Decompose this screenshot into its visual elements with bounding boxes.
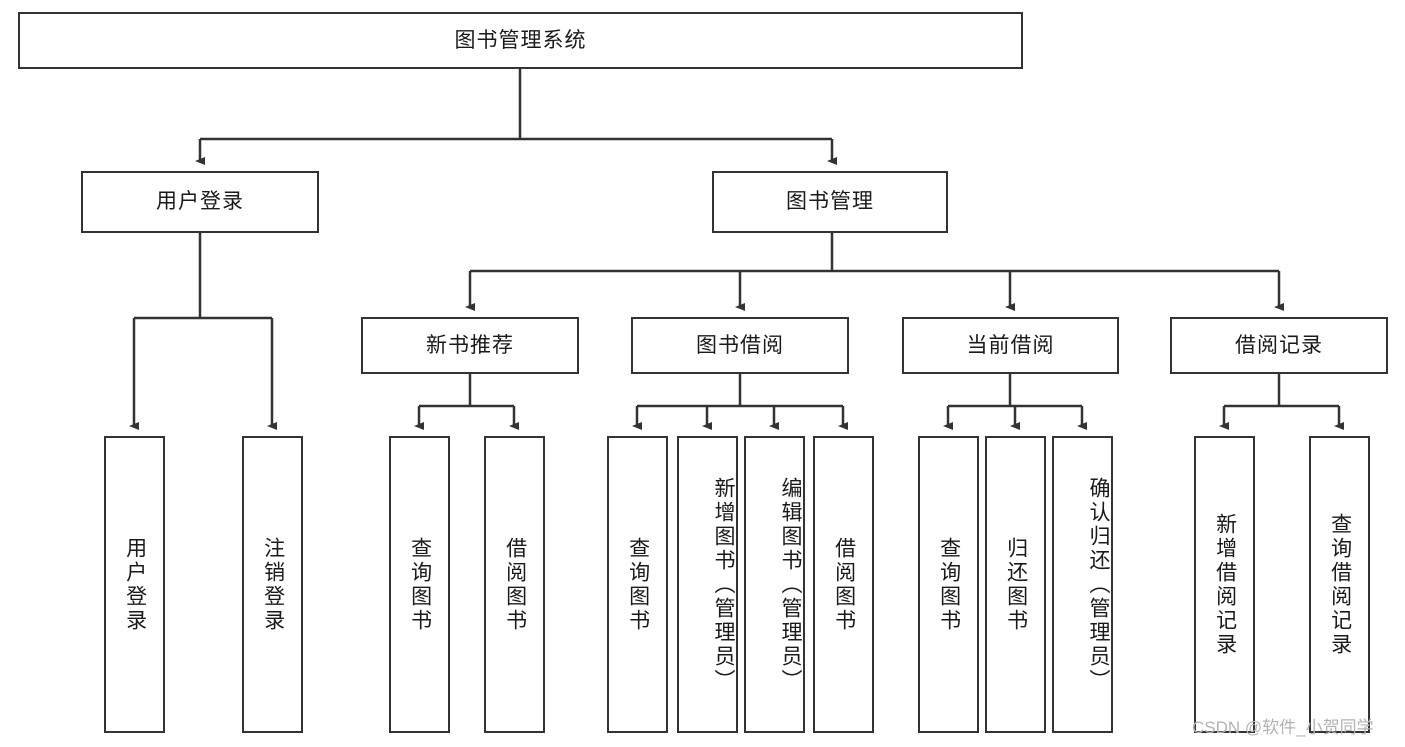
node-book-manage-label: 图书管理 — [786, 190, 874, 214]
node-leaf-query-record-label: 查询借阅记录 — [1328, 512, 1352, 657]
node-leaf-query-book-label: 查询图书 — [626, 536, 650, 633]
node-leaf-query-record[interactable]: 查询借阅记录 — [1309, 436, 1370, 733]
node-borrow-record-label: 借阅记录 — [1235, 333, 1323, 357]
node-book-borrow[interactable]: 图书借阅 — [631, 317, 849, 374]
node-leaf-user-logout-label: 注销登录 — [261, 536, 285, 633]
watermark-credit: CSDN @软件_小贺同学 — [1192, 718, 1374, 737]
node-leaf-add-book-label: 新增图书（管理员） — [712, 476, 735, 693]
node-leaf-user-login[interactable]: 用户登录 — [104, 436, 165, 733]
node-leaf-query-book-rec[interactable]: 查询图书 — [389, 436, 450, 733]
node-root-label: 图书管理系统 — [454, 28, 587, 52]
node-leaf-borrow-book[interactable]: 借阅图书 — [813, 436, 874, 733]
node-leaf-user-login-label: 用户登录 — [123, 536, 147, 633]
node-current-borrow-label: 当前借阅 — [966, 333, 1055, 357]
node-leaf-add-record-label: 新增借阅记录 — [1213, 512, 1237, 657]
node-user-login-label: 用户登录 — [156, 190, 244, 214]
node-book-manage[interactable]: 图书管理 — [712, 171, 948, 233]
node-current-borrow[interactable]: 当前借阅 — [902, 317, 1119, 374]
node-leaf-borrow-book-rec[interactable]: 借阅图书 — [484, 436, 545, 733]
node-user-login[interactable]: 用户登录 — [81, 171, 319, 233]
node-leaf-user-logout[interactable]: 注销登录 — [242, 436, 303, 733]
node-leaf-add-book[interactable]: 新增图书（管理员） — [677, 436, 738, 733]
node-root[interactable]: 图书管理系统 — [18, 12, 1023, 69]
node-leaf-edit-book-label: 编辑图书（管理员） — [779, 476, 802, 693]
node-leaf-query-book-rec-label: 查询图书 — [408, 536, 432, 633]
node-leaf-query-book-cur-label: 查询图书 — [937, 536, 961, 633]
node-leaf-add-record[interactable]: 新增借阅记录 — [1194, 436, 1255, 733]
node-leaf-return-book[interactable]: 归还图书 — [985, 436, 1046, 733]
node-leaf-borrow-book-label: 借阅图书 — [832, 536, 856, 633]
node-leaf-confirm-return-label: 确认归还（管理员） — [1087, 476, 1110, 693]
node-new-book-rec[interactable]: 新书推荐 — [361, 317, 579, 374]
node-new-book-rec-label: 新书推荐 — [426, 333, 514, 357]
node-leaf-edit-book[interactable]: 编辑图书（管理员） — [744, 436, 805, 733]
node-leaf-confirm-return[interactable]: 确认归还（管理员） — [1052, 436, 1113, 733]
node-borrow-record[interactable]: 借阅记录 — [1170, 317, 1388, 374]
node-leaf-borrow-book-rec-label: 借阅图书 — [503, 536, 527, 633]
node-leaf-query-book-cur[interactable]: 查询图书 — [918, 436, 979, 733]
node-book-borrow-label: 图书借阅 — [696, 333, 784, 357]
node-leaf-query-book[interactable]: 查询图书 — [607, 436, 668, 733]
node-leaf-return-book-label: 归还图书 — [1004, 536, 1028, 633]
